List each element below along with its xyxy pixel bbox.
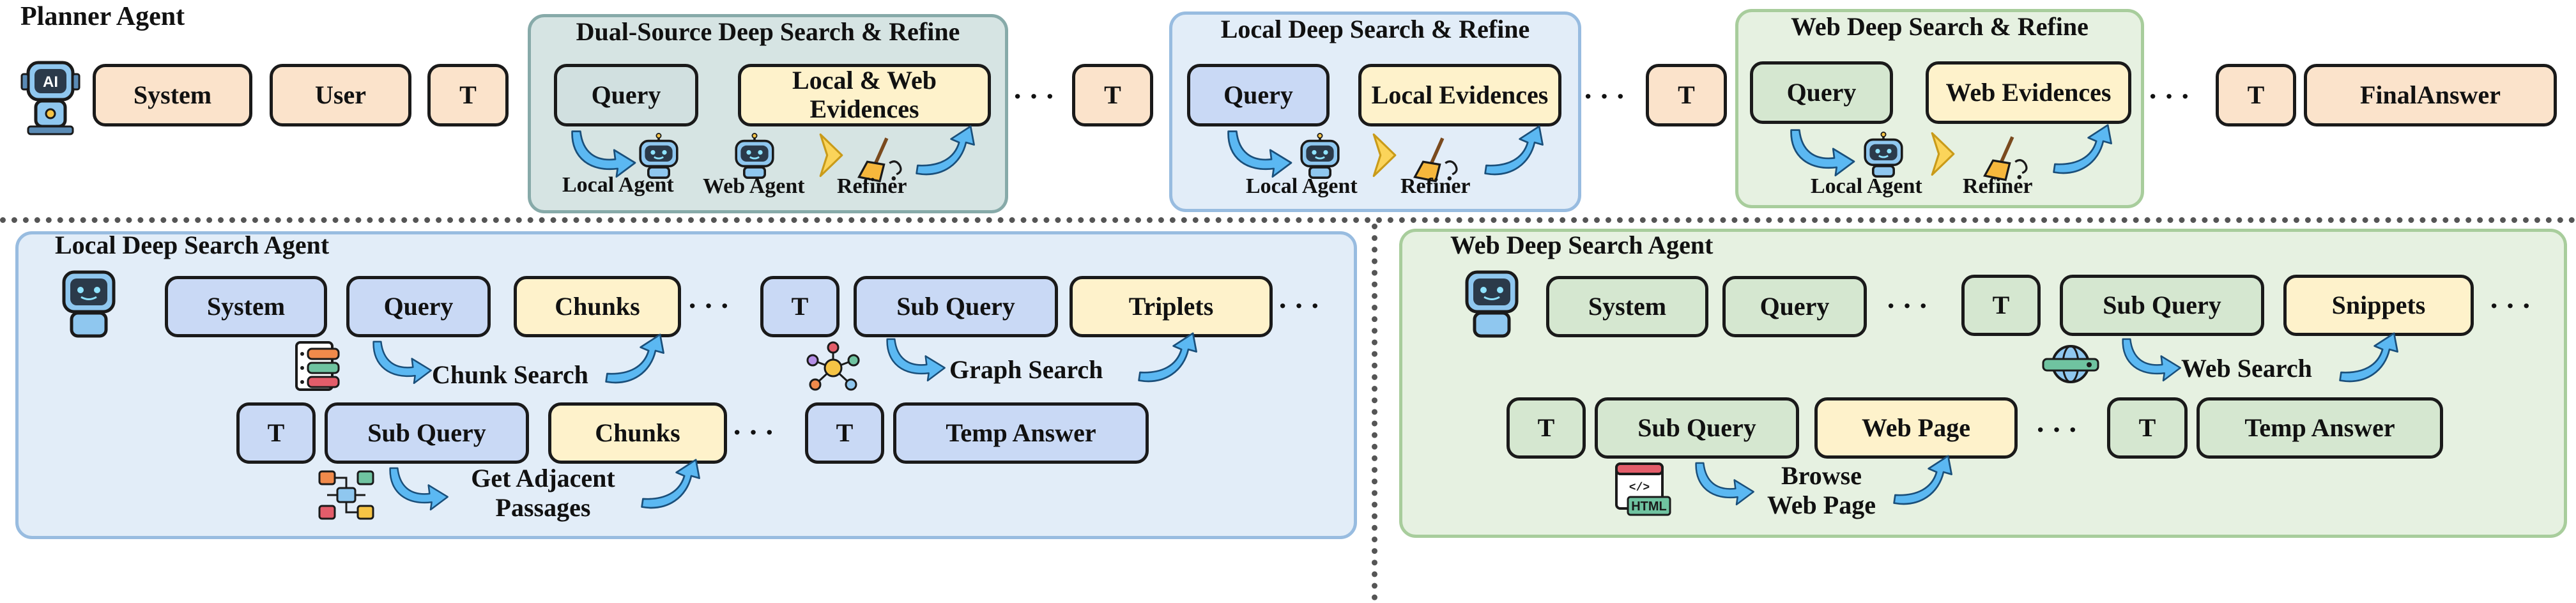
web-refine-query-token: Query xyxy=(1750,61,1893,124)
web-search-arrow xyxy=(2119,336,2182,386)
web-temp-answer-token: Temp Answer xyxy=(2196,397,2443,459)
local-row2-t2-token: T xyxy=(805,402,884,464)
dual-refiner-chevron-icon xyxy=(818,132,845,179)
local-system-token: System xyxy=(165,276,327,337)
planner-ellipsis-3: ··· xyxy=(2148,80,2197,112)
dual-web-agent-label: Web Agent xyxy=(703,174,805,198)
web-search-result-arrow xyxy=(2337,332,2407,390)
web-refine-evidence-arrow xyxy=(2051,124,2121,181)
web-refine-evidences-token: Web Evidences xyxy=(1926,61,2131,124)
adjacent-label: Get Adjacent Passages xyxy=(471,464,615,522)
database-list-icon xyxy=(295,341,340,391)
web-snippets-token: Snippets xyxy=(2283,275,2474,336)
web-row1-ellipsis-2: ··· xyxy=(2489,289,2538,322)
dual-source-title: Dual-Source Deep Search & Refine xyxy=(576,17,960,46)
web-refine-refiner-label: Refiner xyxy=(1963,174,2033,198)
web-row1-ellipsis-1: ··· xyxy=(1886,289,1935,322)
chunk-search-arrow xyxy=(369,339,433,388)
web-refine-title: Web Deep Search & Refine xyxy=(1791,12,2089,41)
local-row1-ellipsis-1: ··· xyxy=(687,289,737,322)
local-agent-robot-icon xyxy=(62,270,116,338)
web-page-token: Web Page xyxy=(1814,397,2018,459)
local-refine-refiner-label: Refiner xyxy=(1400,174,1471,198)
local-row2-chunks-token: Chunks xyxy=(548,402,727,464)
planner-t-token-1: T xyxy=(427,64,509,126)
planner-ellipsis-1: ··· xyxy=(1013,80,1062,112)
local-row2-t-token: T xyxy=(236,402,316,464)
graph-search-label: Graph Search xyxy=(949,355,1103,384)
passage-flow-icon xyxy=(318,470,374,520)
adjacent-result-arrow xyxy=(639,459,709,516)
local-agent-title: Local Deep Search Agent xyxy=(55,231,330,259)
local-refine-query-token: Query xyxy=(1187,64,1330,126)
local-triplets-token: Triplets xyxy=(1070,276,1273,337)
local-refine-title: Local Deep Search & Refine xyxy=(1220,15,1530,43)
web-refine-query-arrow xyxy=(1786,128,1857,180)
web-agent-robot-icon xyxy=(1465,270,1519,338)
local-temp-answer-token: Temp Answer xyxy=(893,402,1149,464)
web-row2-t-token: T xyxy=(1506,397,1586,459)
html-page-icon: </> HTML xyxy=(1615,462,1671,516)
web-t-token: T xyxy=(1961,275,2041,336)
browse-label: Browse Web Page xyxy=(1767,461,1876,519)
local-refine-evidence-arrow xyxy=(1482,125,1552,183)
local-refine-evidences-token: Local Evidences xyxy=(1358,64,1561,126)
planner-t-token-4: T xyxy=(2216,64,2296,126)
local-refine-chevron-icon xyxy=(1371,132,1398,179)
ai-badge: AI xyxy=(43,73,58,91)
planner-title: Planner Agent xyxy=(20,2,185,31)
web-search-globe-icon xyxy=(2042,345,2099,383)
web-agent-title: Web Deep Search Agent xyxy=(1450,231,1713,259)
planner-system-token: System xyxy=(93,64,252,126)
adjacent-arrow xyxy=(386,465,450,515)
web-query-token: Query xyxy=(1722,276,1867,337)
vertical-separator xyxy=(1372,224,1377,600)
web-row2-t2-token: T xyxy=(2107,397,2188,459)
planner-user-token: User xyxy=(270,64,411,126)
planner-ellipsis-2: ··· xyxy=(1583,80,1632,112)
web-search-label: Web Search xyxy=(2181,354,2312,383)
local-query-token: Query xyxy=(346,276,491,337)
local-t-token: T xyxy=(760,276,839,337)
dual-query-token: Query xyxy=(554,64,698,126)
svg-text:</>: </> xyxy=(1629,482,1650,494)
chunk-search-label: Chunk Search xyxy=(432,360,588,389)
web-refine-chevron-icon xyxy=(1929,130,1956,178)
planner-robot-icon: AI xyxy=(20,61,80,135)
local-row2-subquery-token: Sub Query xyxy=(325,402,529,464)
web-subquery-token: Sub Query xyxy=(2060,275,2264,336)
dual-evidence-arrow xyxy=(914,125,984,183)
web-refine-agent-label: Local Agent xyxy=(1811,174,1922,198)
final-answer-token: FinalAnswer xyxy=(2304,64,2557,126)
graph-network-icon xyxy=(806,341,860,391)
web-row2-ellipsis: ··· xyxy=(2035,413,2085,446)
web-row2-subquery-token: Sub Query xyxy=(1595,397,1799,459)
planner-t-token-2: T xyxy=(1072,64,1153,126)
browse-result-arrow xyxy=(1891,455,1961,512)
web-system-token: System xyxy=(1546,276,1708,337)
local-row1-ellipsis-2: ··· xyxy=(1278,289,1327,322)
planner-t-token-3: T xyxy=(1646,64,1727,126)
web-refine-robot-icon xyxy=(1860,132,1906,178)
chunk-result-arrow xyxy=(603,333,673,391)
local-refine-agent-label: Local Agent xyxy=(1246,174,1358,198)
dual-refiner-label: Refiner xyxy=(837,174,907,198)
local-row2-ellipsis: ··· xyxy=(732,416,781,448)
horizontal-separator xyxy=(0,217,2576,223)
html-badge: HTML xyxy=(1631,500,1667,514)
dual-web-robot-icon xyxy=(732,133,778,179)
graph-search-arrow xyxy=(883,336,947,386)
local-subquery-token: Sub Query xyxy=(854,276,1058,337)
browse-arrow xyxy=(1692,460,1756,510)
local-refine-robot-icon xyxy=(1297,133,1343,179)
dual-evidences-token: Local & Web Evidences xyxy=(738,64,991,126)
dual-local-agent-label: Local Agent xyxy=(562,173,674,197)
local-chunks-token: Chunks xyxy=(514,276,681,337)
graph-result-arrow xyxy=(1136,332,1206,390)
